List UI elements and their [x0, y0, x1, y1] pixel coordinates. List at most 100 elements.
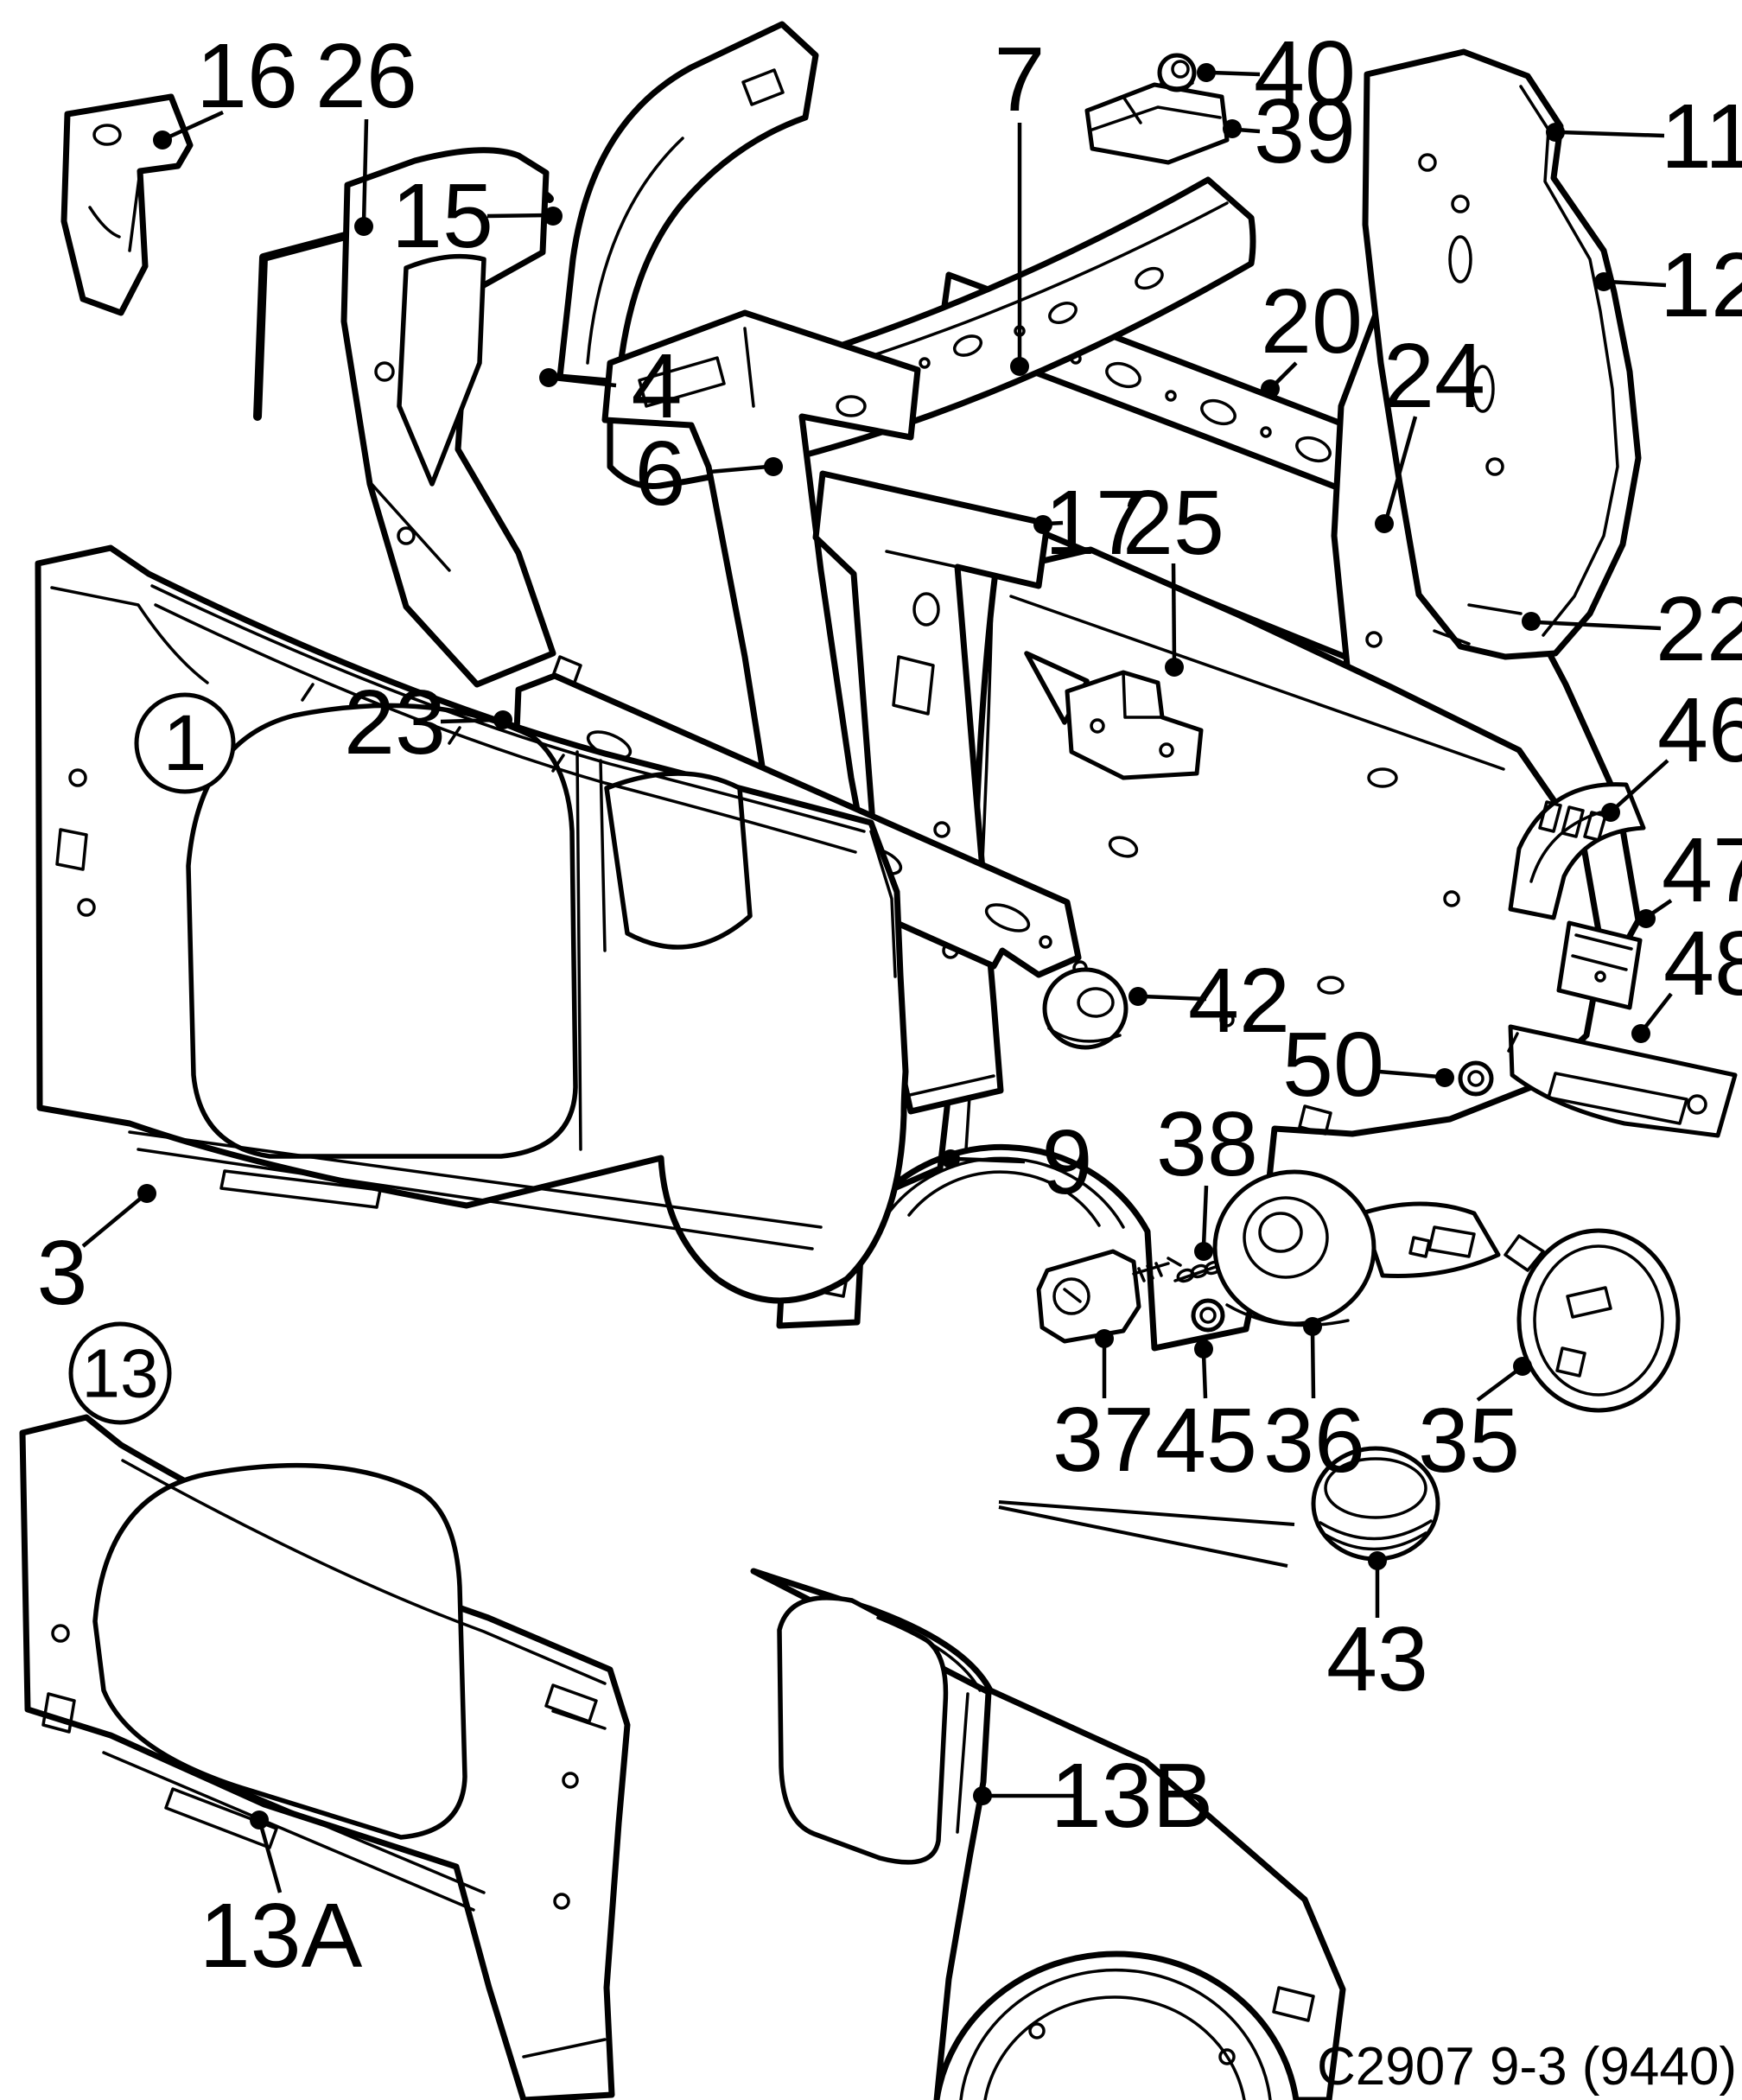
part-35-filler-door-drawing	[1504, 1228, 1681, 1413]
leader-dot	[1010, 357, 1029, 376]
leader-line	[1171, 563, 1177, 663]
leader-line	[955, 1156, 1026, 1164]
part-45-nut-drawing	[1191, 1298, 1225, 1333]
callout-9: 9	[941, 1111, 1092, 1213]
leader-dot	[1546, 123, 1565, 142]
part-13a-bodyside-drawing	[19, 1414, 631, 2100]
part-42-plug-drawing	[1042, 967, 1128, 1050]
leader-dot	[1033, 515, 1052, 534]
leader-line	[1535, 620, 1662, 631]
part-number-label: 42	[1188, 950, 1290, 1052]
callout-26: 26	[315, 25, 417, 236]
callout-12: 12	[1594, 234, 1742, 336]
leader-line	[1201, 1185, 1209, 1247]
callout-25: 25	[1122, 472, 1224, 677]
leader-dot	[1631, 1024, 1650, 1043]
leader-dot	[1095, 1329, 1114, 1348]
part-13b-quarter-drawing	[750, 1568, 1346, 2100]
leader-dot	[1165, 658, 1184, 677]
part-number-label: 22	[1656, 578, 1742, 680]
callout-20: 20	[1261, 270, 1363, 398]
leader-dot	[1435, 1068, 1454, 1087]
callout-13B: 13B	[973, 1745, 1213, 1847]
leader-line	[1608, 279, 1667, 288]
part-number-label: 40	[1254, 22, 1356, 124]
position-pointer-lines	[998, 1500, 1295, 1568]
part-number-label: 6	[635, 423, 686, 525]
part-number-label: 48	[1663, 913, 1742, 1015]
callout-35: 35	[1418, 1357, 1532, 1492]
callout-11: 11	[1546, 86, 1742, 188]
leader-dot	[1261, 379, 1280, 398]
part-number-label: 16	[196, 25, 298, 127]
callout-22: 22	[1522, 578, 1742, 680]
part-number-label: 3	[37, 1222, 88, 1324]
leader-line	[709, 464, 769, 474]
callout-38: 38	[1156, 1093, 1258, 1261]
leader-dot	[941, 1149, 960, 1168]
leader-dot	[1368, 1551, 1387, 1570]
callout-47: 47	[1637, 819, 1742, 928]
part-number-label: 43	[1326, 1608, 1428, 1710]
leader-dot	[1513, 1357, 1532, 1376]
diagram-caption: C2907 9-3 (9440)	[1317, 2037, 1737, 2097]
leader-line	[440, 717, 499, 724]
part-number-label: 15	[391, 165, 493, 267]
callout-16: 16	[153, 25, 298, 150]
pointer-line	[998, 1505, 1288, 1568]
leader-line	[553, 376, 617, 388]
part-number-label: 26	[315, 25, 417, 127]
callout-4: 4	[539, 335, 682, 437]
leader-dot	[1194, 1340, 1213, 1359]
leader-line	[486, 213, 550, 219]
callout-39: 39	[1223, 80, 1356, 182]
callout-40: 40	[1197, 22, 1356, 124]
leader-dot	[1223, 119, 1242, 138]
callout-circle	[134, 692, 236, 794]
pointer-line	[998, 1500, 1295, 1526]
callout-46: 46	[1601, 679, 1742, 822]
leader-line	[81, 1194, 145, 1248]
part-number-label: 50	[1282, 1014, 1384, 1116]
part-number-label: 39	[1254, 80, 1356, 182]
leader-line	[1384, 416, 1418, 519]
part-number-label: 38	[1156, 1093, 1258, 1195]
leader-line	[1642, 992, 1673, 1031]
leader-dot	[764, 457, 783, 476]
leader-line	[1612, 759, 1669, 811]
part-number-label: 23	[344, 671, 446, 773]
part-15-corner-drawing	[556, 21, 819, 385]
callout-48: 48	[1631, 913, 1742, 1043]
callout-23: 23	[344, 671, 512, 773]
leader-dot	[1375, 514, 1394, 533]
leader-line	[1142, 994, 1207, 1002]
assembly-number-label: 1	[162, 699, 207, 787]
callout-17: 17	[1033, 472, 1147, 574]
part-number-label: 17	[1045, 472, 1147, 574]
part-39-bracket-drawing	[1084, 82, 1230, 165]
callout-50: 50	[1282, 1014, 1454, 1116]
part-37-lock-drawing	[1036, 1249, 1182, 1344]
callout-15: 15	[391, 165, 563, 267]
circled-callout-13: 13	[68, 1321, 172, 1425]
part-25-bracket-drawing	[1065, 670, 1204, 780]
part-number-label: 45	[1155, 1390, 1257, 1492]
leader-dot	[544, 207, 563, 226]
part-number-label: 9	[1042, 1111, 1093, 1213]
leader-dot	[354, 217, 373, 236]
part-50-nut-drawing	[1458, 1060, 1494, 1097]
leader-line	[258, 1824, 283, 1893]
assembly-number-label: 13	[82, 1335, 159, 1412]
callout-43: 43	[1326, 1551, 1428, 1710]
part-number-label: 35	[1418, 1390, 1520, 1492]
part-number-label: 13A	[200, 1885, 363, 1987]
leader-dot	[153, 130, 172, 150]
part-number-label: 20	[1261, 270, 1363, 372]
part-43-plug-drawing	[1311, 1446, 1440, 1562]
part-number-label: 4	[632, 335, 683, 437]
leader-dot	[137, 1184, 156, 1203]
part-number-label: 46	[1657, 679, 1742, 781]
